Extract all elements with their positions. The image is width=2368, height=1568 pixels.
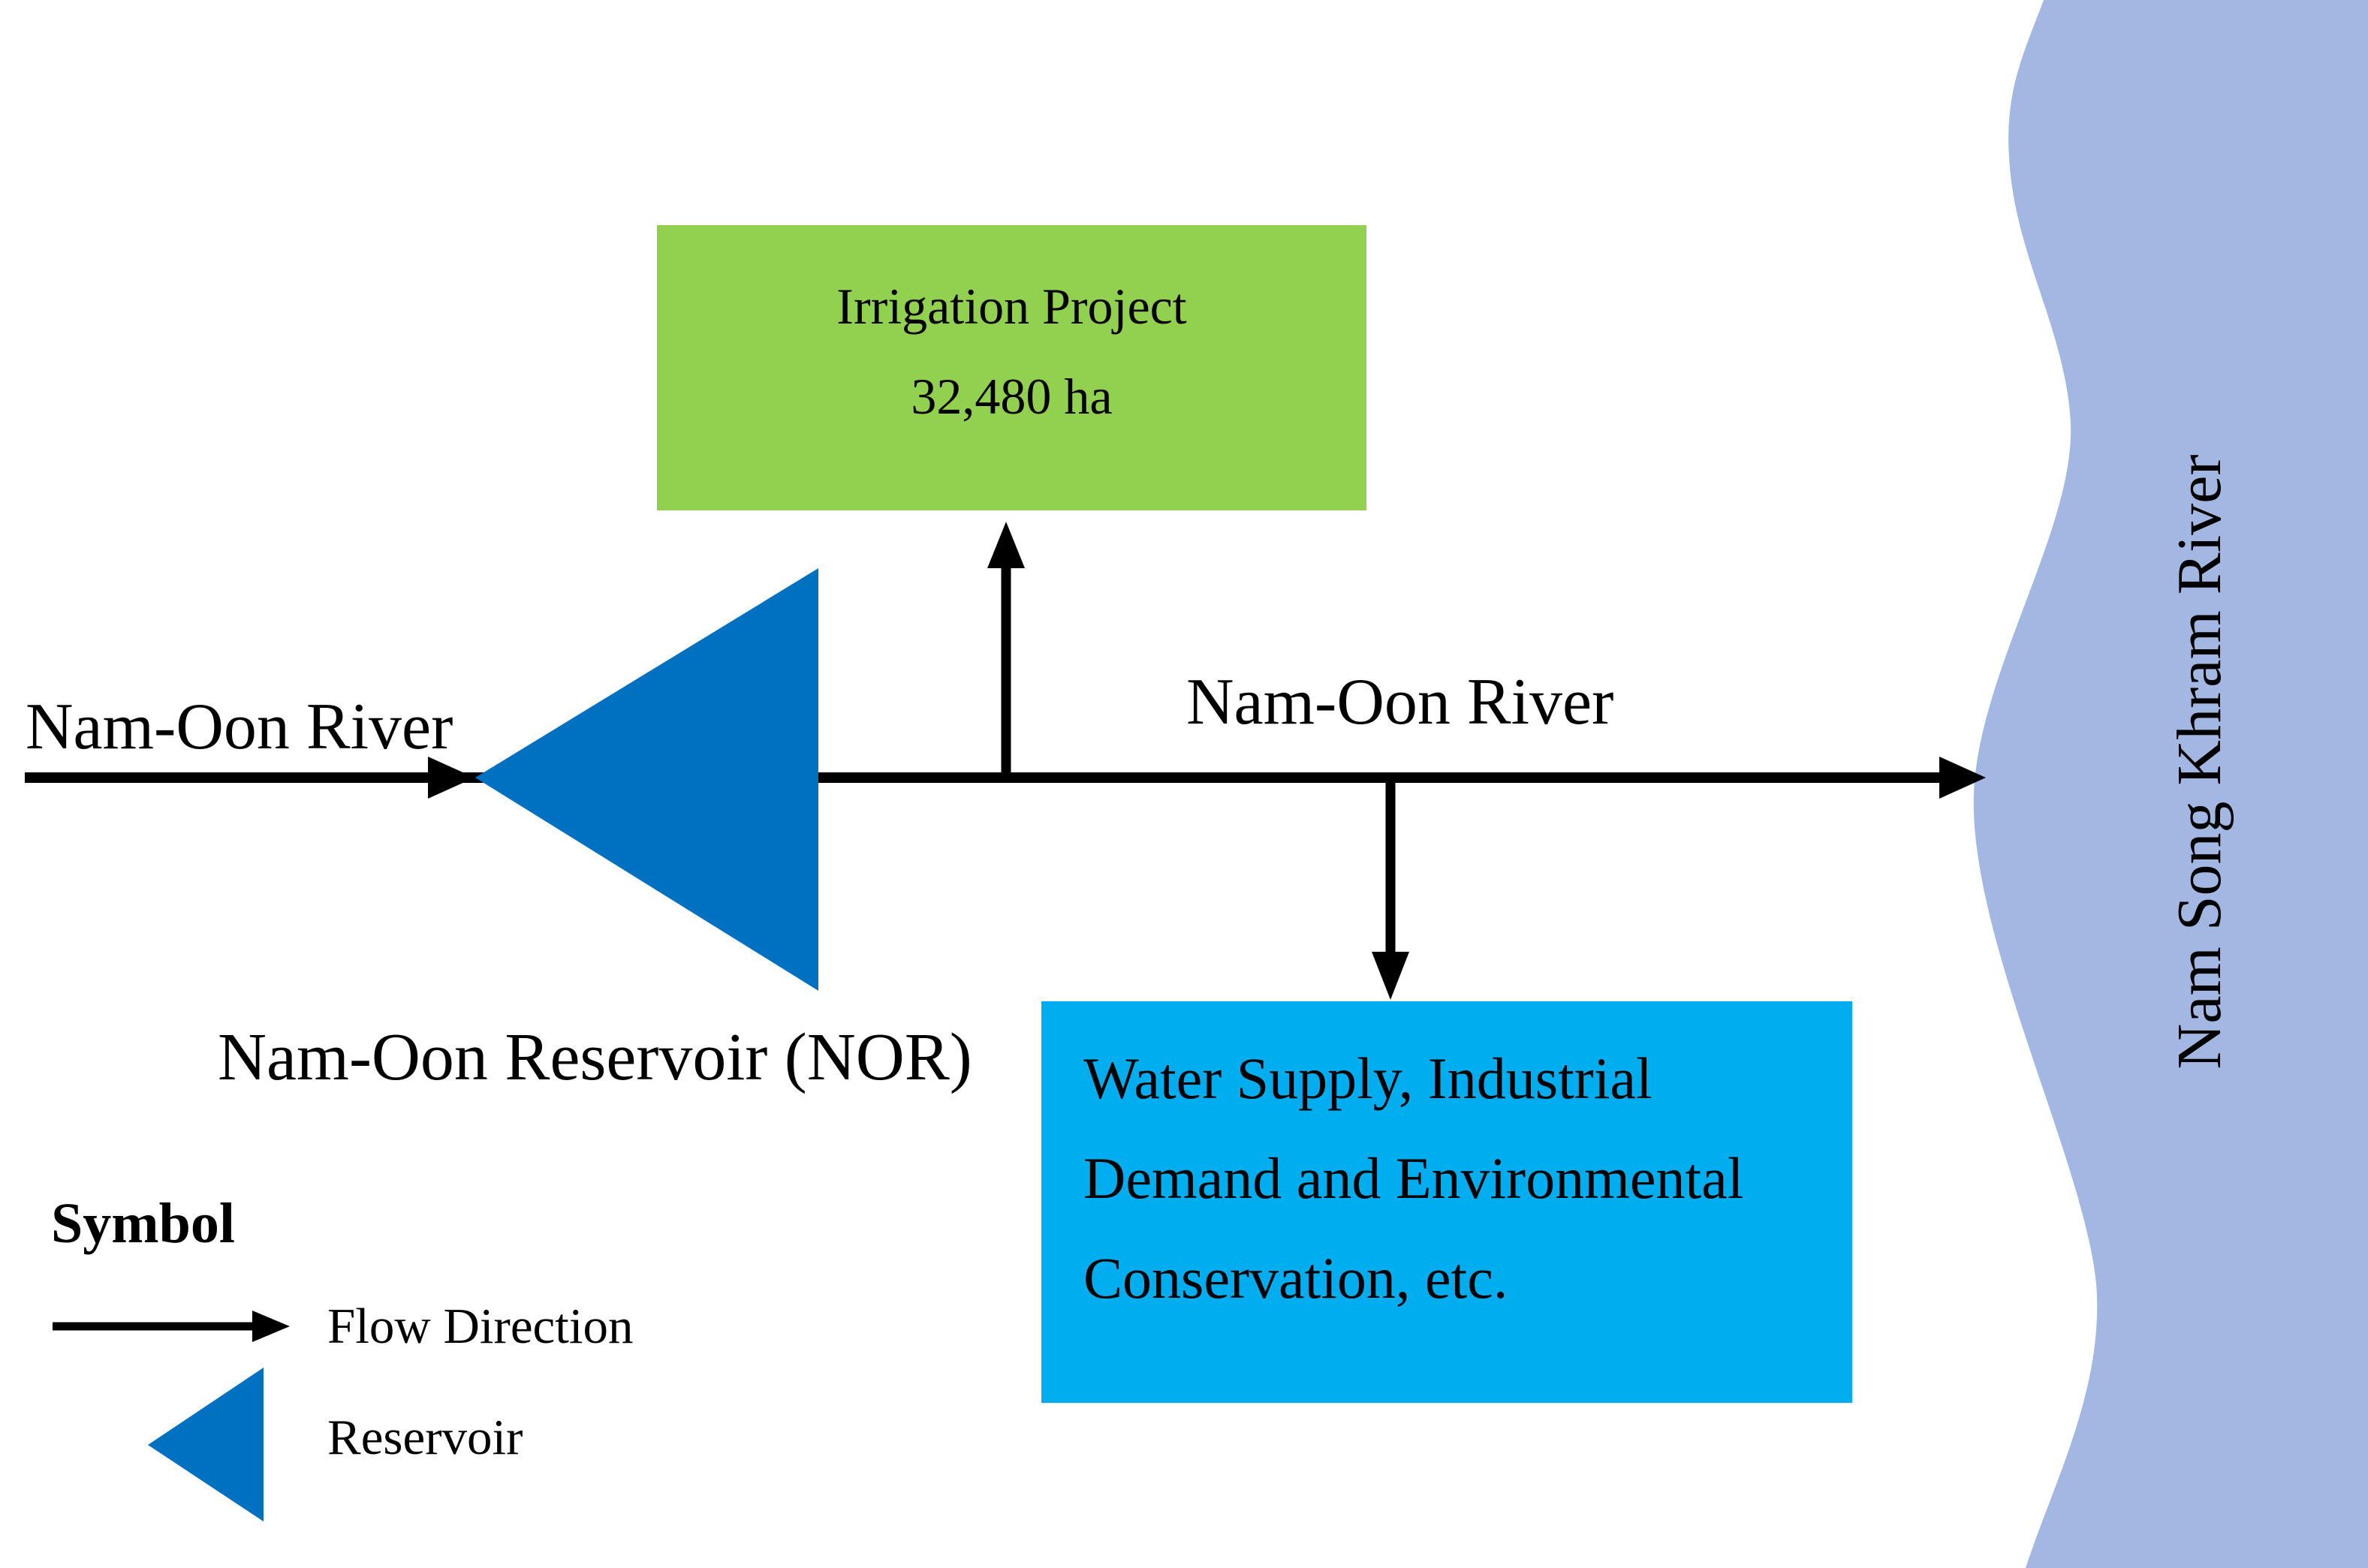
legend-reservoir-triangle-icon [148,1368,264,1521]
legend-flow-label: Flow Direction [327,1299,634,1354]
demand-box-line3: Conservation, etc. [1083,1245,1508,1311]
river-band-shape [1973,0,2368,1568]
river-label-left: Nam-Oon River [26,691,453,763]
band-river-label: Nam Song Khram River [2165,454,2234,1070]
legend-title: Symbol [51,1192,235,1255]
reservoir-triangle-icon [475,568,818,991]
demand-box-line2: Demand and Environmental [1083,1145,1744,1211]
river-label-mid: Nam-Oon River [1186,666,1614,739]
irrigation-box-line1: Irrigation Project [836,278,1187,335]
up-arrowhead-icon [987,522,1025,568]
inflow-arrowhead-icon [428,757,475,799]
outflow-arrowhead-icon [1939,757,1986,799]
legend-flow-arrowhead-icon [252,1311,290,1342]
irrigation-box-line2: 32,480 ha [911,368,1113,425]
demand-box-line1: Water Supply, Industrial [1083,1046,1652,1111]
irrigation-box [657,225,1366,510]
irrigation-box-text: Irrigation Project 32,480 ha [657,261,1366,441]
legend-reservoir-label: Reservoir [327,1410,523,1465]
demand-box [1041,1001,1852,1403]
reservoir-name-label: Nam-Oon Reservoir (NOR) [218,1020,972,1094]
down-arrowhead-icon [1372,952,1409,1000]
demand-box-text: Water Supply, Industrial Demand and Envi… [1083,1028,1834,1328]
